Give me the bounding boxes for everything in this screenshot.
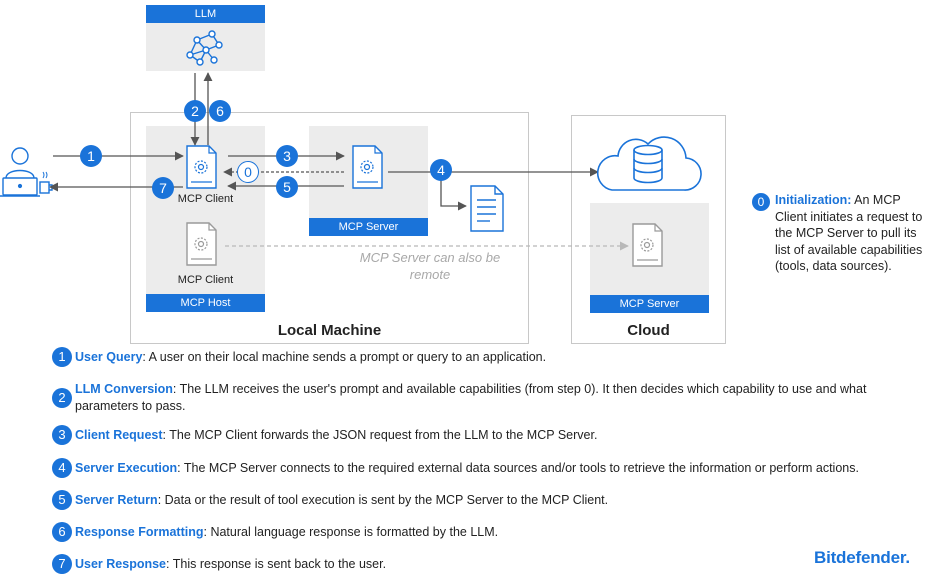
step-5: Server Return: Data or the result of too… — [75, 492, 925, 509]
step-4: Server Execution: The MCP Server connect… — [75, 460, 933, 477]
llm-label: LLM — [146, 5, 265, 23]
step-4-term: Server Execution — [75, 461, 178, 475]
cloud-server-label: MCP Server — [590, 295, 709, 313]
step-1-term: User Query — [75, 350, 143, 364]
step-2-term: LLM Conversion — [75, 382, 173, 396]
step-badge-6: 6 — [52, 522, 72, 542]
mcp-client-icon — [186, 145, 217, 189]
init-badge: 0 — [752, 193, 770, 211]
step-7: User Response: This response is sent bac… — [75, 556, 775, 573]
flow-badge-4: 4 — [430, 159, 452, 181]
mcp-server-label: MCP Server — [309, 218, 428, 236]
step-badge-2: 2 — [52, 388, 72, 408]
flow-badge-2: 2 — [184, 100, 206, 122]
step-3-term: Client Request — [75, 428, 163, 442]
flow-badge-1: 1 — [80, 145, 102, 167]
local-machine-title: Local Machine — [277, 322, 382, 339]
step-badge-5: 5 — [52, 490, 72, 510]
initialization-text: An MCP Client initiates a request to the… — [775, 193, 923, 273]
step-6: Response Formatting: Natural language re… — [75, 524, 925, 541]
cloud-frame — [571, 115, 726, 344]
flow-badge-7: 7 — [152, 177, 174, 199]
local-machine-frame — [130, 112, 529, 344]
step-badge-1: 1 — [52, 347, 72, 367]
flow-badge-6: 6 — [209, 100, 231, 122]
flow-badge-5: 5 — [276, 176, 298, 198]
document-icon — [470, 185, 504, 232]
step-3: Client Request: The MCP Client forwards … — [75, 427, 925, 444]
mcp-client-2-label: MCP Client — [177, 274, 234, 286]
mcp-server-icon — [352, 145, 383, 189]
initialization-note: Initialization: An MCP Client initiates … — [775, 192, 935, 275]
step-1: User Query: A user on their local machin… — [75, 349, 925, 366]
step-3-text: : The MCP Client forwards the JSON reque… — [162, 428, 598, 442]
step-badge-4: 4 — [52, 458, 72, 478]
step-6-term: Response Formatting — [75, 525, 204, 539]
step-4-text: : The MCP Server connects to the require… — [177, 461, 859, 475]
step-6-text: : Natural language response is formatted… — [203, 525, 499, 539]
step-7-text: : This response is sent back to the user… — [166, 557, 387, 571]
bitdefender-logo: Bitdefender. — [814, 548, 910, 567]
step-2: LLM Conversion: The LLM receives the use… — [75, 381, 905, 415]
mcp-client-label: MCP Client — [177, 193, 234, 205]
remote-note: MCP Server can also be remote — [359, 250, 501, 282]
step-5-term: Server Return — [75, 493, 158, 507]
step-7-term: User Response — [75, 557, 167, 571]
step-badge-3: 3 — [52, 425, 72, 445]
step-5-text: : Data or the result of tool execution i… — [157, 493, 609, 507]
initialization-term: Initialization: — [775, 193, 852, 207]
flow-badge-0: 0 — [237, 161, 259, 183]
cloud-title: Cloud — [627, 322, 670, 339]
cloud-mcp-server-icon — [632, 223, 663, 267]
cloud-database-icon — [596, 136, 702, 191]
user-at-laptop-icon — [0, 147, 53, 197]
step-2-text: : The LLM receives the user's prompt and… — [75, 382, 867, 413]
step-badge-7: 7 — [52, 554, 72, 574]
step-1-text: : A user on their local machine sends a … — [142, 350, 547, 364]
mcp-client-2-icon — [186, 222, 217, 266]
flow-badge-3: 3 — [276, 145, 298, 167]
mcp-host-label: MCP Host — [146, 294, 265, 312]
neural-network-icon — [186, 30, 223, 66]
